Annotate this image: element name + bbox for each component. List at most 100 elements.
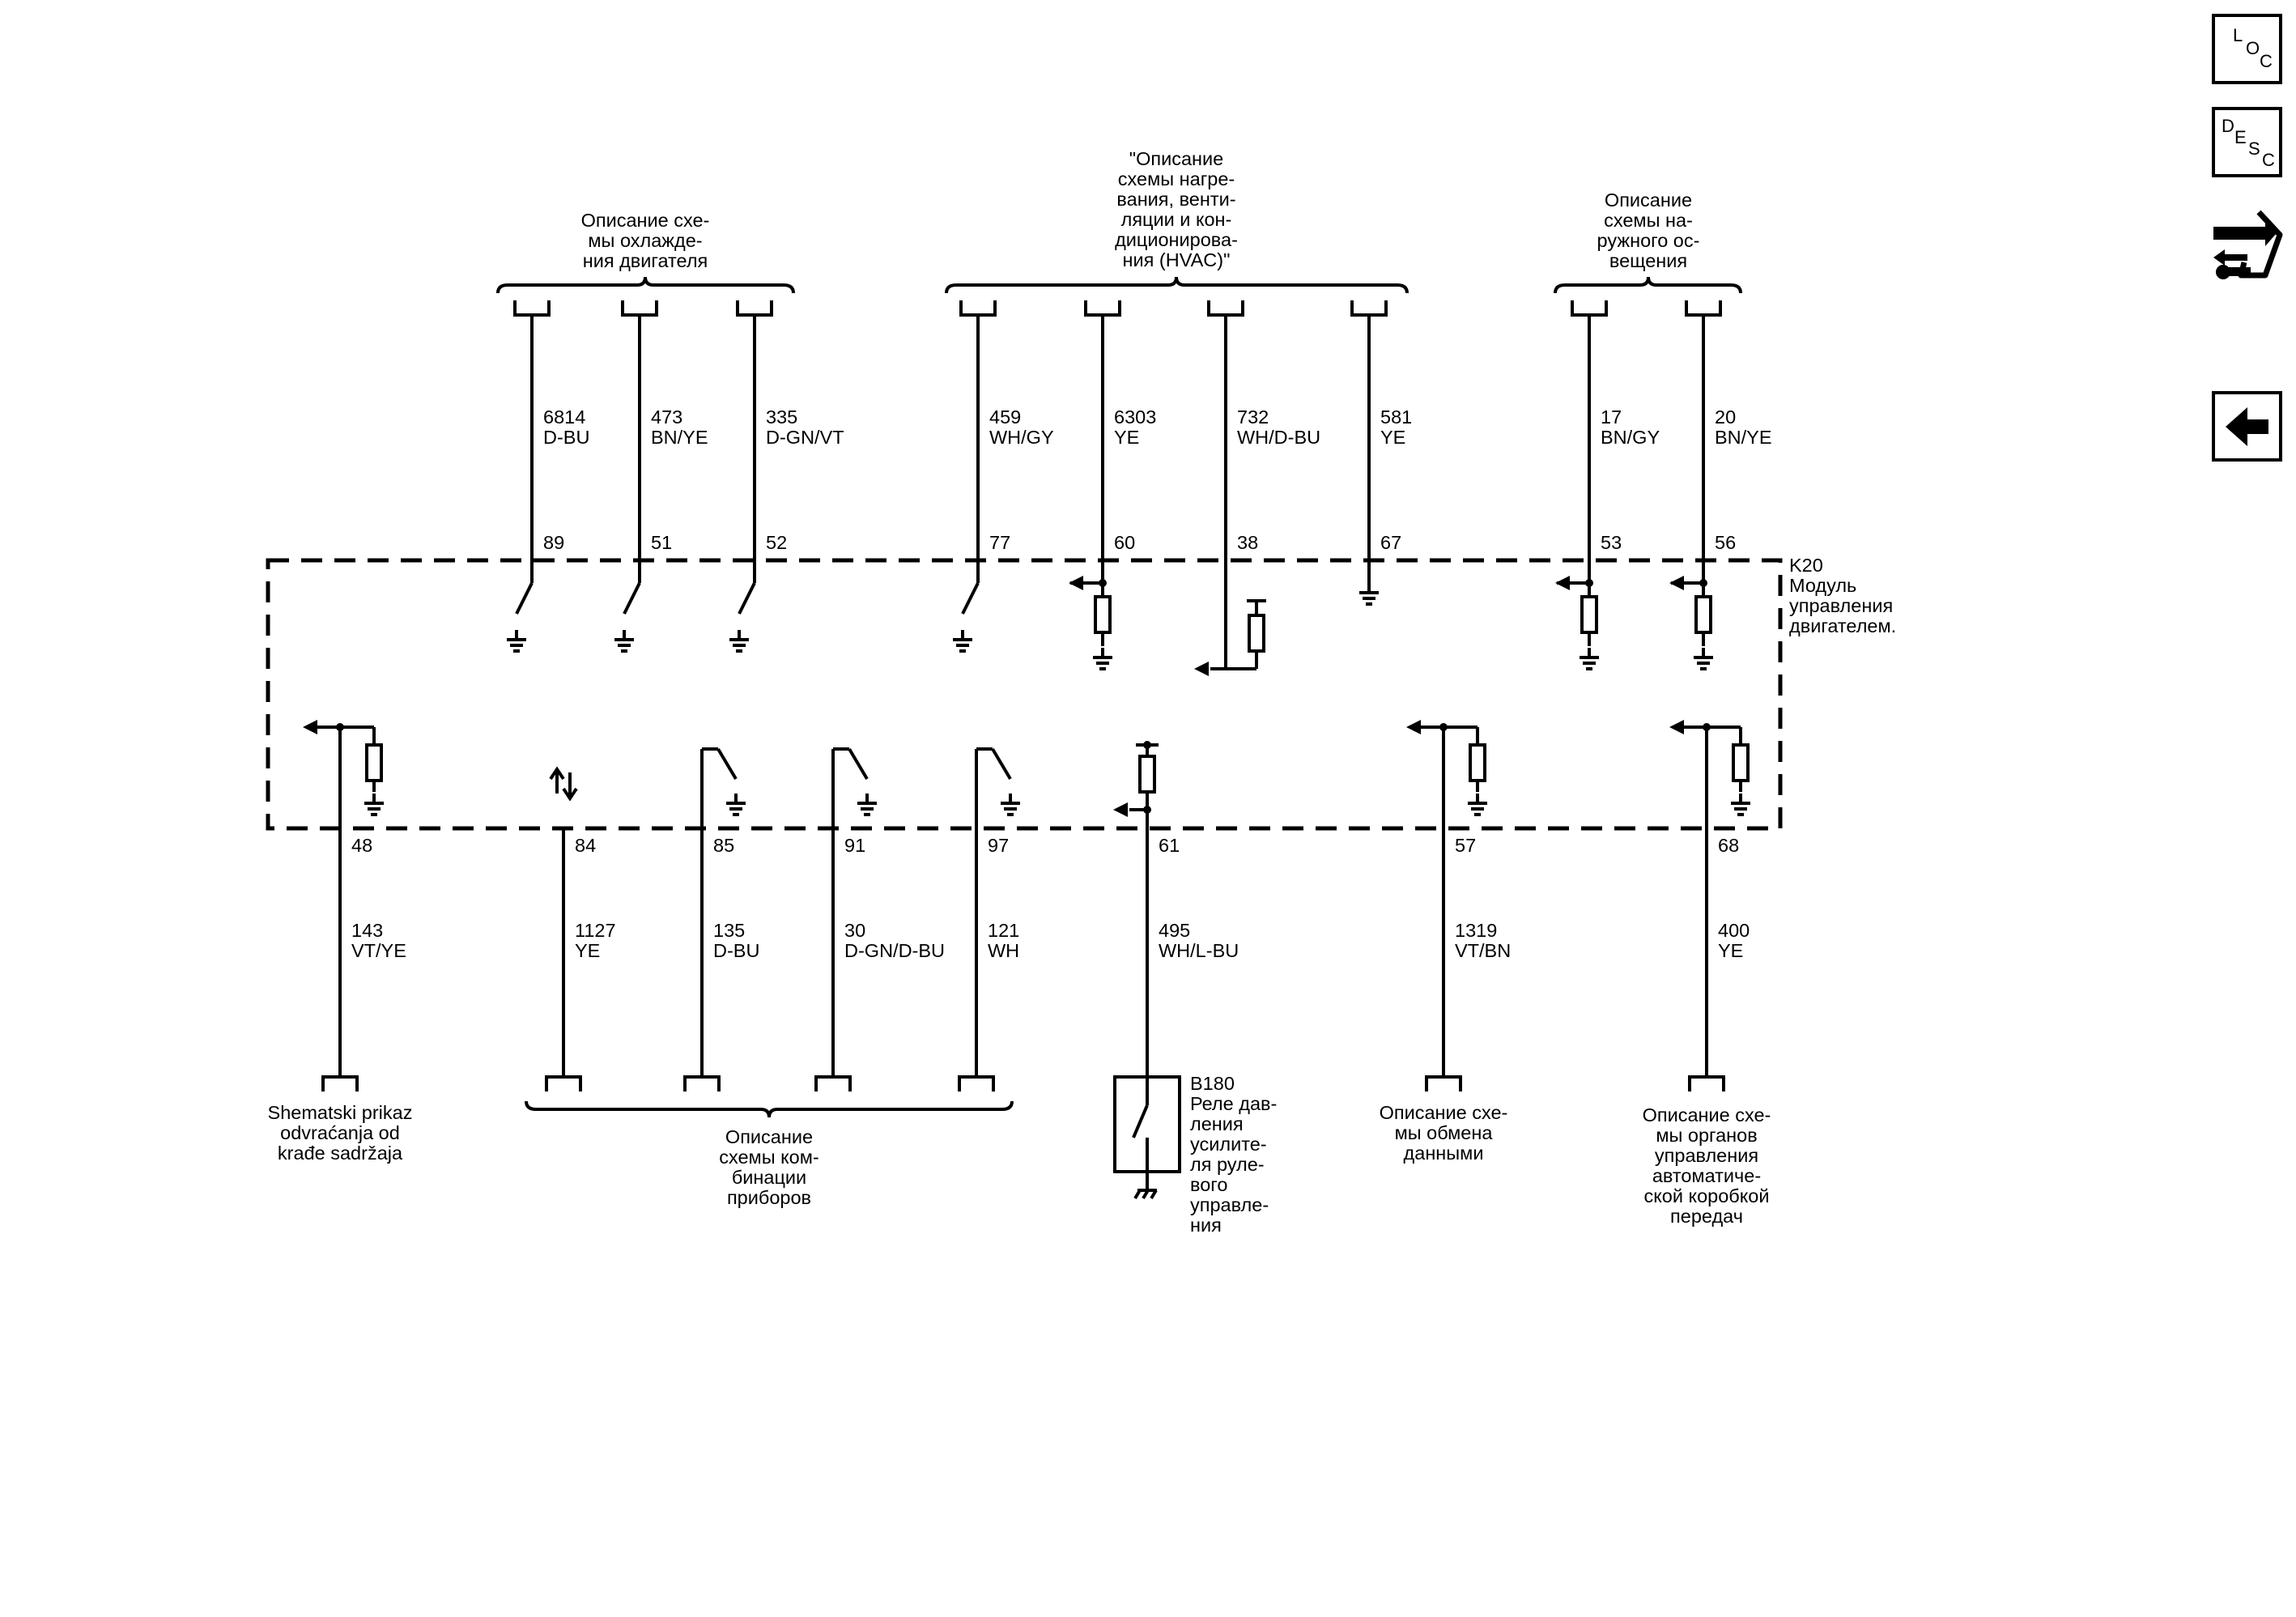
arrow-left-icon xyxy=(2226,407,2268,446)
bottom-label: передач xyxy=(1670,1206,1743,1227)
bottom-label: бинации xyxy=(732,1167,806,1188)
wire-circuit-number: 473 xyxy=(651,406,682,428)
bottom-label: ской коробкой xyxy=(1644,1185,1770,1206)
top-group-label: Описание схе- xyxy=(581,210,710,231)
top-group-label: ния двигателя xyxy=(583,250,708,271)
wire-circuit-number: 1319 xyxy=(1455,920,1497,941)
connector-icon xyxy=(814,1075,852,1091)
connector-icon xyxy=(1685,300,1722,317)
description-button[interactable]: D E S C xyxy=(2212,107,2282,177)
svg-text:D: D xyxy=(2222,116,2234,136)
connector-icon xyxy=(1688,1075,1725,1091)
resistor-icon xyxy=(1248,614,1265,653)
wire-color: YE xyxy=(1718,940,1743,961)
connector-icon xyxy=(1425,1075,1462,1091)
top-group-label: ляции и кон- xyxy=(1121,209,1232,230)
module-name: управления xyxy=(1789,595,1893,616)
pin-number: 61 xyxy=(1159,835,1180,856)
connector-icon xyxy=(683,1075,721,1091)
wire-color: VT/BN xyxy=(1455,940,1511,961)
connector-icon xyxy=(1084,300,1121,317)
wire-color: WH/GY xyxy=(989,427,1054,448)
bottom-label: Shematski prikaz xyxy=(268,1102,413,1123)
bottom-label: krađe sadržaja xyxy=(278,1143,403,1164)
module-boundary xyxy=(266,558,1783,831)
bottom-label: Описание xyxy=(725,1126,813,1147)
pin-number: 56 xyxy=(1715,532,1736,553)
resistor-icon xyxy=(1694,595,1712,634)
top-group-label: диционирова- xyxy=(1115,229,1238,250)
pin-number: 68 xyxy=(1718,835,1739,856)
wire-circuit-number: 135 xyxy=(713,920,745,941)
bottom-label: мы органов xyxy=(1656,1125,1757,1146)
top-group-label: вания, венти- xyxy=(1116,189,1235,210)
pin-number: 84 xyxy=(575,835,596,856)
connector-icon xyxy=(1571,300,1608,317)
sensor-name: управле- xyxy=(1190,1194,1269,1215)
sensor-name: Реле дав- xyxy=(1190,1093,1277,1114)
harness-brace xyxy=(945,276,1409,294)
arrow-icon xyxy=(1669,720,1684,734)
wire-circuit-number: 400 xyxy=(1718,920,1750,941)
back-button[interactable] xyxy=(2212,391,2282,462)
resistor-icon xyxy=(1580,595,1598,634)
svg-text:C: C xyxy=(2260,51,2273,71)
connector-end-view-icon[interactable] xyxy=(2209,202,2283,283)
top-group-label: Описание xyxy=(1605,189,1692,211)
module-code: K20 xyxy=(1789,555,1823,576)
sensor-name: ния xyxy=(1190,1215,1222,1236)
module-name: двигателем. xyxy=(1789,615,1896,636)
svg-text:O: O xyxy=(2246,38,2260,58)
wire-color: D-GN/D-BU xyxy=(844,940,945,961)
description-icon: D E S C xyxy=(2222,116,2275,170)
wire-color: BN/GY xyxy=(1601,427,1660,448)
arrow-icon xyxy=(1069,576,1083,590)
connector-icon xyxy=(736,300,773,317)
bottom-label: приборов xyxy=(727,1187,811,1208)
sensor-code: B180 xyxy=(1190,1073,1235,1094)
bidirectional-arrow-icon xyxy=(549,766,565,794)
harness-brace xyxy=(496,276,795,294)
connector-icon xyxy=(958,1075,995,1091)
resistor-icon xyxy=(1094,595,1112,634)
wire-circuit-number: 495 xyxy=(1159,920,1190,941)
arrow-icon xyxy=(303,720,317,734)
wire-color: VT/YE xyxy=(351,940,406,961)
connector-icon xyxy=(1350,300,1388,317)
wire-circuit-number: 6814 xyxy=(543,406,585,428)
wire-circuit-number: 335 xyxy=(766,406,797,428)
wire-circuit-number: 459 xyxy=(989,406,1021,428)
pin-number: 60 xyxy=(1114,532,1135,553)
svg-text:L: L xyxy=(2233,25,2243,45)
svg-text:C: C xyxy=(2262,150,2275,170)
arrow-icon xyxy=(1406,720,1421,734)
arrow-icon xyxy=(1113,802,1128,817)
bottom-label: автоматиче- xyxy=(1652,1165,1761,1186)
connector-icon xyxy=(545,1075,582,1091)
arrow-icon xyxy=(1194,662,1209,676)
wire-color: WH/L-BU xyxy=(1159,940,1239,961)
top-group-label: "Описание xyxy=(1129,148,1223,169)
bottom-label: управления xyxy=(1655,1145,1758,1166)
pin-number: 51 xyxy=(651,532,672,553)
wire-color: D-BU xyxy=(543,427,589,448)
location-icon: L O C xyxy=(2233,25,2273,71)
location-button[interactable]: L O C xyxy=(2212,14,2282,84)
resistor-icon xyxy=(1732,743,1750,782)
svg-text:E: E xyxy=(2234,127,2247,147)
pin-number: 97 xyxy=(988,835,1009,856)
connector-icon xyxy=(621,300,658,317)
module-name: Модуль xyxy=(1789,575,1856,596)
harness-brace xyxy=(1554,276,1742,294)
resistor-icon xyxy=(365,743,383,782)
top-group-label: схемы на- xyxy=(1604,210,1693,231)
resistor-icon xyxy=(1469,743,1486,782)
pin-number: 53 xyxy=(1601,532,1622,553)
top-group-label: схемы нагре- xyxy=(1118,168,1235,189)
bottom-label: Описание схе- xyxy=(1380,1102,1508,1123)
connector-icon xyxy=(1207,300,1244,317)
pin-number: 91 xyxy=(844,835,865,856)
pin-number: 52 xyxy=(766,532,787,553)
top-group-label: ружного ос- xyxy=(1597,230,1700,251)
